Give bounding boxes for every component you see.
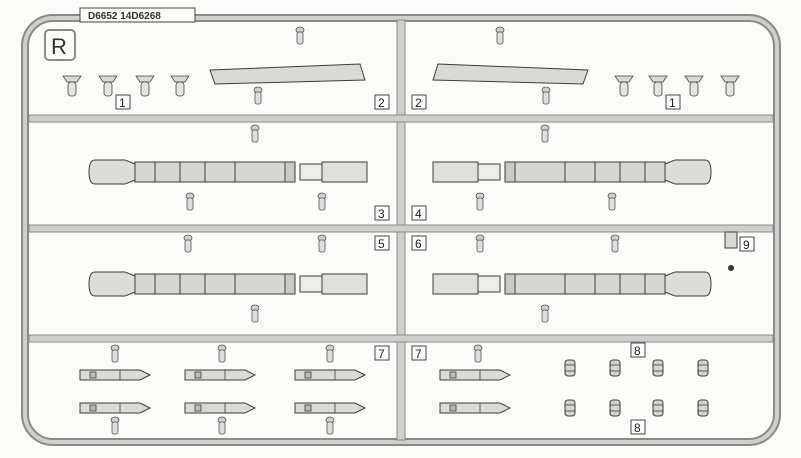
missiles-right [439, 369, 511, 414]
runner-1 [28, 114, 774, 123]
bomb-part-4 [432, 159, 712, 185]
missiles-left [79, 369, 366, 414]
bomb-part-3 [88, 159, 368, 185]
canisters [564, 359, 709, 417]
row1-fins-right [614, 75, 740, 97]
part-label-8-bottom: 8 [634, 421, 641, 435]
part-label-3: 3 [378, 207, 385, 221]
part-9-bracket [724, 231, 738, 249]
part-label-2-left: 2 [378, 96, 385, 110]
sheet-code: D6652 14D6268 [88, 11, 161, 22]
code-box [79, 7, 196, 23]
sheet-letter: R [51, 34, 67, 59]
part-label-6: 6 [415, 237, 422, 251]
part-label-4: 4 [415, 207, 422, 221]
bomb-part-5 [88, 271, 368, 297]
sheet-letter-box [44, 29, 76, 61]
bomb-part-6 [432, 271, 712, 297]
pylon-right [432, 63, 589, 85]
part-label-1-right: 1 [669, 96, 676, 110]
part-label-7-left: 7 [378, 347, 385, 361]
part-label-7-right: 7 [415, 347, 422, 361]
runner-2 [28, 224, 774, 233]
part-label-8-top: 8 [634, 344, 641, 358]
part-labels: 1 1 2 2 3 4 5 6 7 7 8 8 9 [115, 94, 755, 435]
part-label-2-right: 2 [415, 96, 422, 110]
pylon-left [209, 63, 366, 85]
part-label-5: 5 [378, 237, 385, 251]
row1-fins-left [62, 75, 190, 97]
part-label-1-left: 1 [119, 96, 126, 110]
part-label-9: 9 [743, 238, 750, 252]
runner-3 [28, 334, 774, 343]
